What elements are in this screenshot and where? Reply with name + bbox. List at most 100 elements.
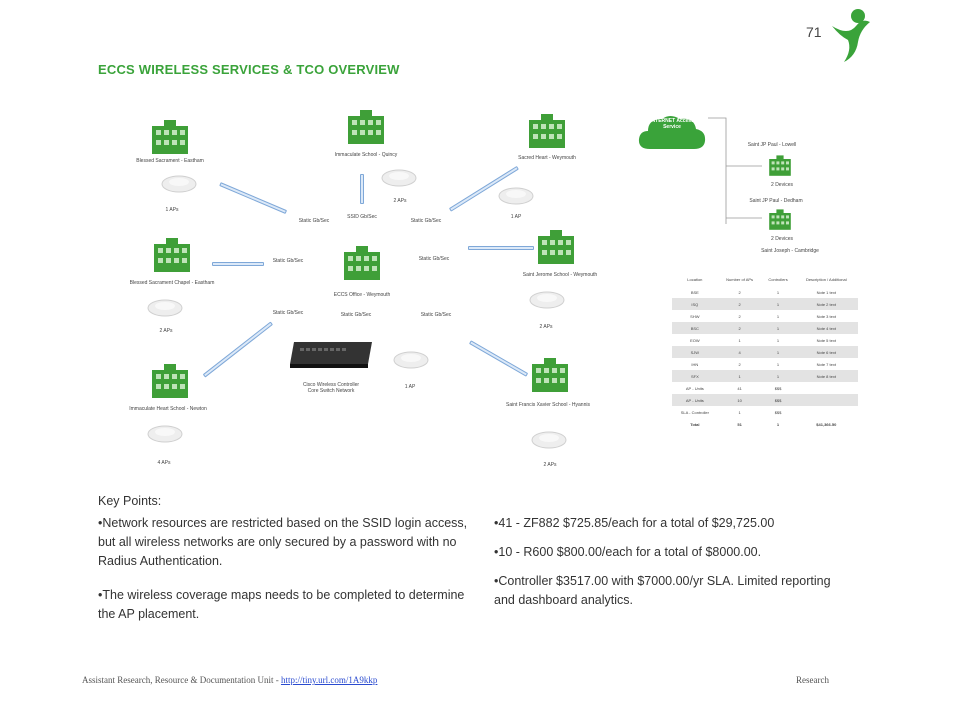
footer-label: Assistant Research, Resource & Documenta… <box>82 675 281 685</box>
school-building-icon <box>538 230 574 264</box>
access-point-icon <box>531 431 567 449</box>
table-cell: Note 2 text <box>794 298 858 310</box>
table-cell: 41 <box>737 385 742 391</box>
table-cell: 1 <box>761 370 795 382</box>
link-speed-label: Static Gb/Sec <box>272 258 304 264</box>
table-cell: Note 5 text <box>816 337 836 343</box>
building-label: ECCS Office - Weymouth <box>333 292 391 298</box>
building-label: Blessed Sacrament Chapel - Eastham <box>129 280 215 286</box>
school-building-icon <box>529 114 565 148</box>
building-label: Immaculate Heart School - Newton <box>129 406 207 412</box>
table-cell: Total <box>672 418 718 430</box>
link-speed-label: SSID Gb/Sec <box>347 214 377 220</box>
access-point-icon <box>161 175 197 193</box>
table-cell: AP - Units <box>685 385 704 391</box>
key-point-text: •Controller $3517.00 with $7000.00/yr SL… <box>494 574 831 607</box>
table-cell: Note 7 text <box>816 361 836 367</box>
access-point-icon <box>381 169 417 187</box>
page-title: ECCS WIRELESS SERVICES & TCO OVERVIEW <box>98 62 400 77</box>
link-speed-label: Static Gb/Sec <box>340 312 372 318</box>
school-building-icon <box>344 246 380 280</box>
link-arrow <box>358 174 366 204</box>
building-label: Immaculate School - Quincy <box>334 152 398 158</box>
table-cell: SLA - Controller <box>680 409 709 415</box>
access-point-icon <box>147 425 183 443</box>
table-cell: 4 <box>717 346 762 358</box>
table-cell <box>794 394 858 406</box>
table-cell: $$$ <box>774 409 782 415</box>
table-cell: 1 <box>738 409 741 415</box>
table-cell: 1 <box>761 322 795 334</box>
cloud-label: INTERNET Access Service <box>650 118 694 130</box>
key-point-text: •Network resources are restricted based … <box>98 516 468 568</box>
table-cell: 1 <box>738 337 741 343</box>
ap-count-label: 1 AP <box>404 384 416 390</box>
access-point-icon <box>529 291 565 309</box>
school-building-icon <box>769 209 791 230</box>
remote-connector-lines <box>708 117 762 224</box>
table-cell: $$$ <box>774 385 782 391</box>
link-arrow <box>468 339 529 379</box>
key-points-heading: Key Points: <box>98 494 162 508</box>
building-label: Sacred Heart - Weymouth <box>518 155 576 161</box>
school-building-icon <box>769 155 791 176</box>
footer-right-text: Research <box>796 675 829 685</box>
column-header: Description / Additional <box>805 276 847 282</box>
ap-count-label: 2 APs <box>539 324 553 330</box>
table-cell: Note 6 text <box>794 346 858 358</box>
key-point-text: •10 - R600 $800.00/each for a total of $… <box>494 545 762 559</box>
ap-count-label: 2 APs <box>393 198 407 204</box>
table-cell: 10 <box>717 394 762 406</box>
page-number: 71 <box>806 24 822 40</box>
column-header: Controllers <box>768 276 788 282</box>
table-cell <box>795 382 858 394</box>
table-cell: AP - Units <box>672 394 718 406</box>
ap-count-label: 4 APs <box>157 460 171 466</box>
table-cell: SHW <box>690 313 700 319</box>
table-cell: Note 4 text <box>794 322 858 334</box>
link-arrow <box>468 244 534 252</box>
table-cell: 1 <box>761 346 795 358</box>
table-cell: ISQ <box>672 298 718 310</box>
school-building-icon <box>532 358 568 392</box>
table-cell: BSE <box>690 289 699 295</box>
table-row: BSE 2 1 Note 1 text <box>672 286 858 298</box>
table-cell: 1 <box>776 289 780 295</box>
school-building-icon <box>154 238 190 272</box>
footer-link[interactable]: http://tiny.url.com/1A9kkp <box>280 675 378 685</box>
table-cell: 1 <box>776 361 780 367</box>
table-cell: 1 <box>761 418 795 430</box>
ap-count-label: 1 APs <box>165 207 179 213</box>
table-cell: 1 <box>776 313 780 319</box>
table-cell: 2 <box>738 313 741 319</box>
table-cell: EOW <box>690 337 700 343</box>
table-cell: Note 8 text <box>794 370 858 382</box>
table-cell: Note 1 text <box>816 289 836 295</box>
table-cell: SFX <box>672 370 718 382</box>
access-point-icon <box>393 351 429 369</box>
table-cell: 1 <box>776 337 780 343</box>
table-header-row: Location Number of APs Controllers Descr… <box>672 272 858 286</box>
link-arrow <box>218 180 288 215</box>
tco-table: Location Number of APs Controllers Descr… <box>672 272 858 430</box>
table-cell: 2 <box>738 289 741 295</box>
remote-ap-label: 2 Devices <box>771 182 793 188</box>
table-cell: BSC <box>672 322 718 334</box>
table-cell: IHN <box>691 361 699 367</box>
ap-count-label: 2 APs <box>543 462 557 468</box>
column-header: Location <box>687 276 703 282</box>
link-speed-label: Static Gb/Sec <box>410 218 442 224</box>
table-cell: 1 <box>717 370 762 382</box>
link-speed-label: Static Gb/Sec <box>420 312 452 318</box>
remote-site-label: Saint JP Paul - Dedham <box>749 198 803 204</box>
table-row: EOW 1 1 Note 5 text <box>672 334 858 346</box>
table-cell: 51 <box>717 418 762 430</box>
person-logo-icon <box>832 9 870 63</box>
table-cell: SJW <box>672 346 718 358</box>
